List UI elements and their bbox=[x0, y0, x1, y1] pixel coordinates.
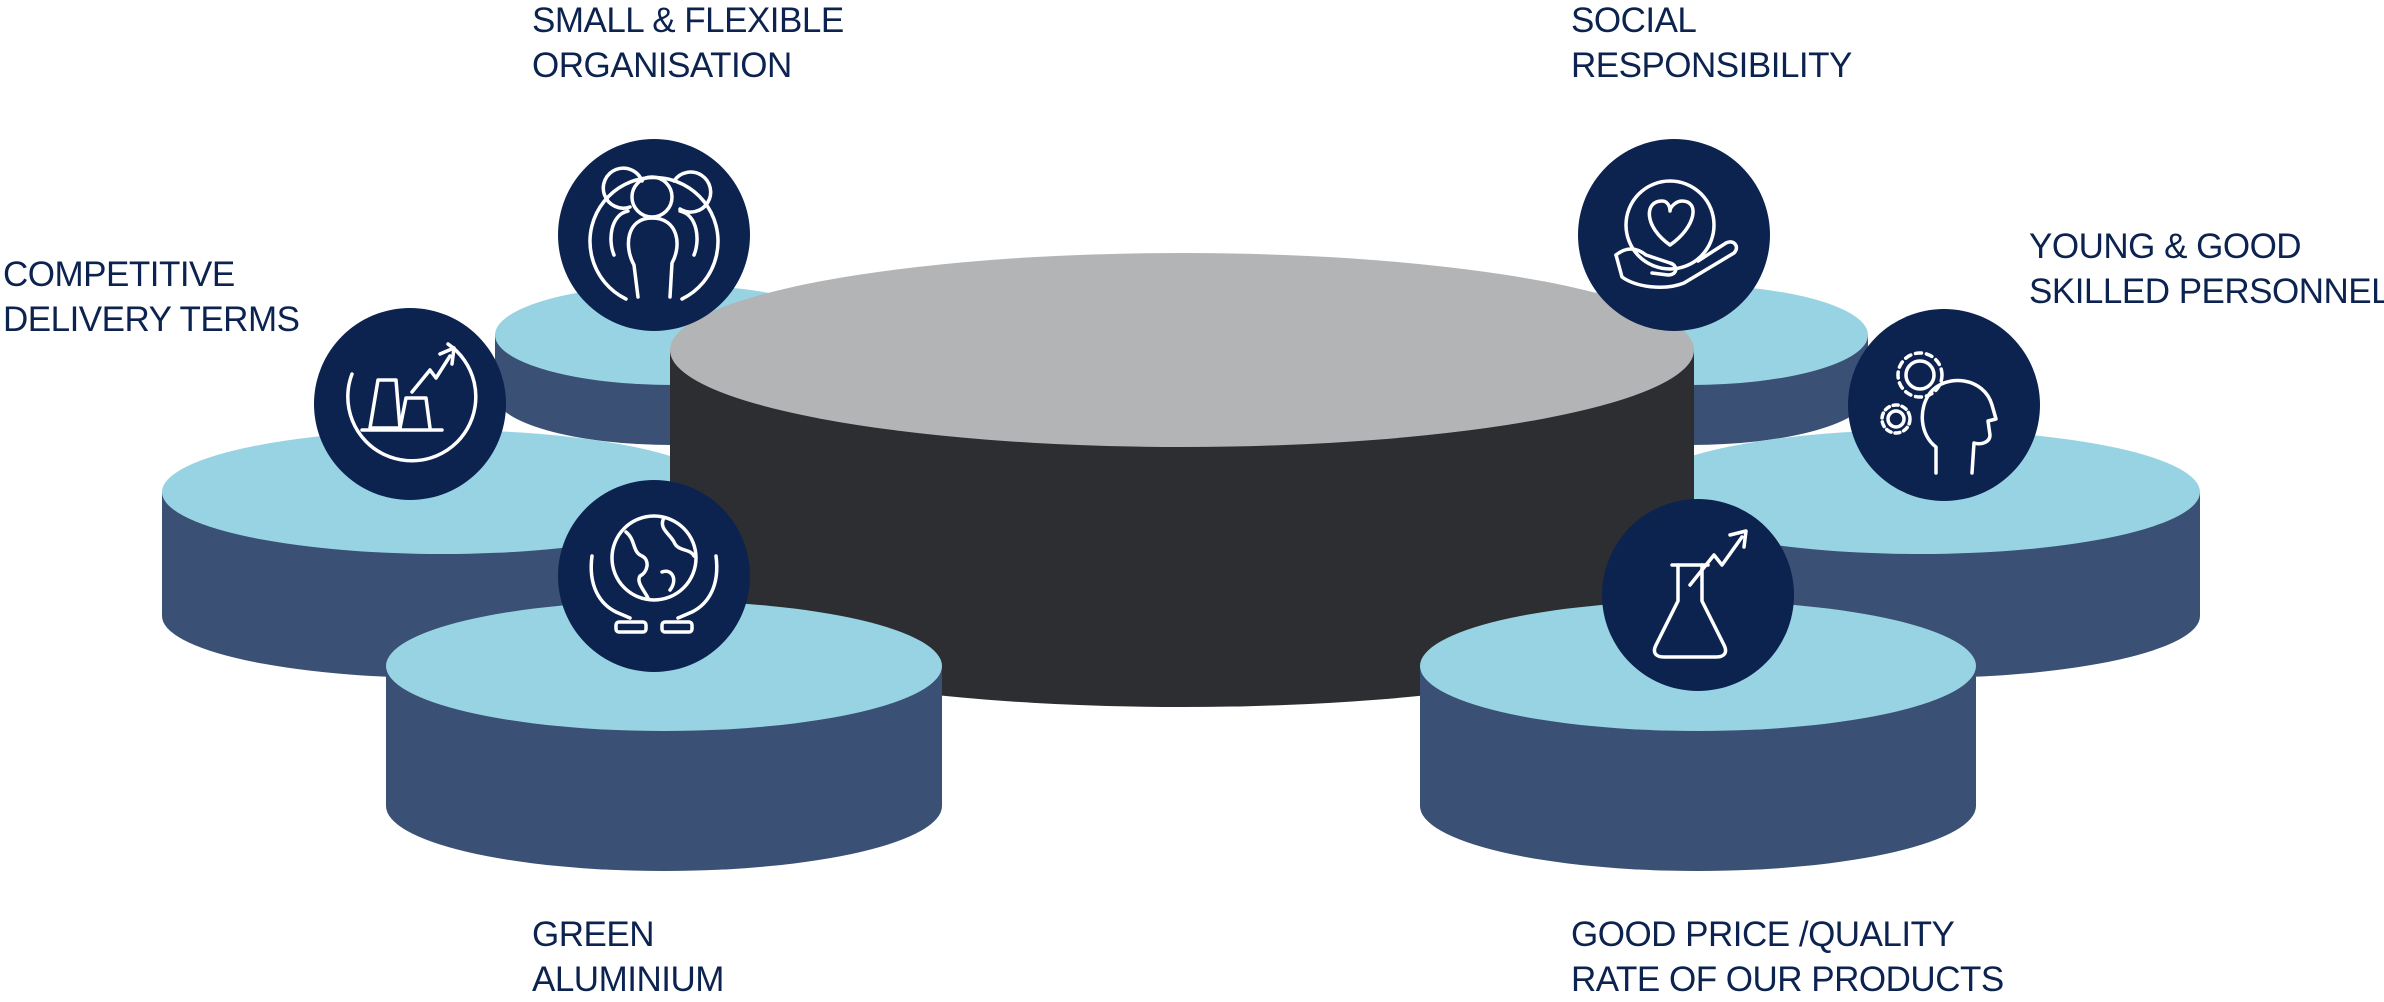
label-line: GOOD PRICE /QUALITY bbox=[1571, 915, 1955, 954]
label-line: YOUNG & GOOD bbox=[2029, 227, 2302, 266]
people-group-icon bbox=[558, 139, 750, 331]
label-line: SOCIAL bbox=[1571, 1, 1697, 40]
label-young-skilled-personnel: YOUNG & GOOD SKILLED PERSONNEL bbox=[2029, 224, 2384, 314]
label-small-flexible-organisation: SMALL & FLEXIBLE ORGANISATION bbox=[532, 0, 844, 88]
label-line: ALUMINIUM bbox=[532, 960, 724, 999]
label-social-responsibility: SOCIAL RESPONSIBILITY bbox=[1571, 0, 1852, 88]
label-line: RESPONSIBILITY bbox=[1571, 46, 1852, 85]
factory-growth-icon bbox=[314, 308, 506, 500]
label-line: RATE OF OUR PRODUCTS bbox=[1571, 960, 2004, 999]
label-line: SKILLED PERSONNEL bbox=[2029, 272, 2384, 311]
label-line: DELIVERY TERMS bbox=[3, 300, 300, 339]
label-line: GREEN bbox=[532, 915, 654, 954]
label-good-price-quality: GOOD PRICE /QUALITY RATE OF OUR PRODUCTS bbox=[1571, 912, 2004, 1002]
label-line: SMALL & FLEXIBLE bbox=[532, 1, 844, 40]
disc-green bbox=[386, 601, 942, 871]
label-line: COMPETITIVE bbox=[3, 255, 235, 294]
label-line: ORGANISATION bbox=[532, 46, 792, 85]
label-competitive-delivery-terms: COMPETITIVE DELIVERY TERMS bbox=[3, 252, 300, 342]
flask-growth-icon bbox=[1602, 499, 1794, 691]
globe-in-hands-icon bbox=[558, 480, 750, 672]
heart-in-hand-icon bbox=[1578, 139, 1770, 331]
central-cylinder bbox=[670, 253, 1694, 707]
head-with-gears-icon bbox=[1848, 309, 2040, 501]
label-green-aluminium: GREEN ALUMINIUM bbox=[532, 912, 724, 1002]
